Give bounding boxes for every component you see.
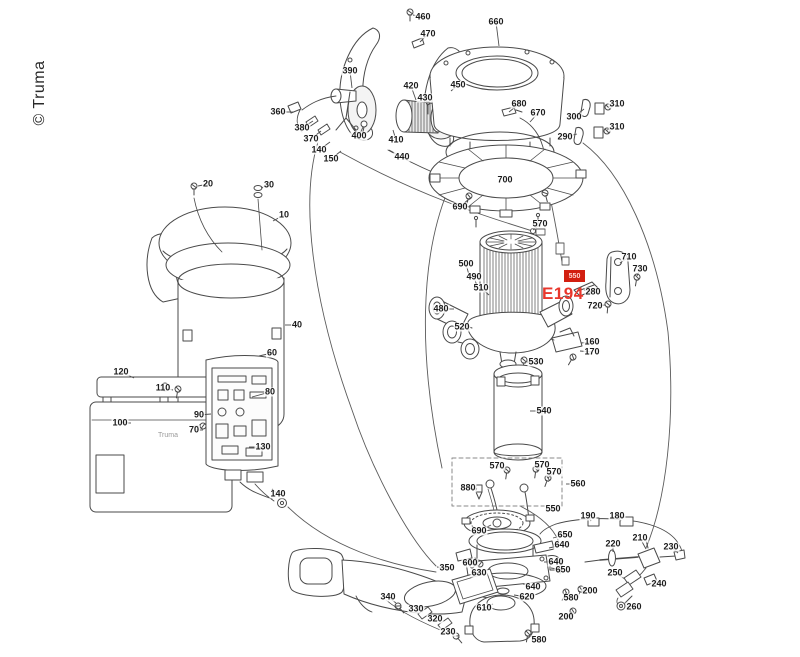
error-code-text: E194	[542, 284, 584, 303]
part-label-360: 360	[269, 106, 287, 117]
cable-harness	[288, 142, 671, 572]
control-electronics: Truma	[90, 356, 287, 512]
part-label-240: 240	[650, 578, 668, 589]
part-label-500: 500	[457, 258, 475, 269]
part-label-490: 490	[465, 271, 483, 282]
truma-watermark: © Truma	[31, 60, 48, 126]
part-label-690: 690	[451, 201, 469, 212]
part-label-130: 130	[254, 441, 272, 452]
part-label-250: 250	[606, 567, 624, 578]
flange-ring	[429, 132, 586, 241]
part-label-10: 10	[277, 209, 291, 220]
part-label-690: 690	[470, 525, 488, 536]
part-label-580: 580	[530, 634, 548, 645]
part-label-200: 200	[557, 611, 575, 622]
part-label-680: 680	[510, 98, 528, 109]
part-label-290: 290	[556, 131, 574, 142]
part-label-610: 610	[475, 602, 493, 613]
part-label-310: 310	[608, 121, 626, 132]
part-label-650: 650	[556, 529, 574, 540]
part-label-20: 20	[201, 178, 215, 189]
part-label-600: 600	[461, 557, 479, 568]
part-label-560: 560	[569, 478, 587, 489]
cowl	[430, 47, 611, 180]
part-label-310: 310	[608, 98, 626, 109]
part-label-430: 430	[416, 92, 434, 103]
part-label-350: 350	[438, 562, 456, 573]
part-label-450: 450	[449, 79, 467, 90]
part-label-510: 510	[472, 282, 490, 293]
part-label-640: 640	[547, 556, 565, 567]
part-label-120: 120	[112, 366, 130, 377]
part-label-650: 650	[554, 564, 572, 575]
burner-assembly	[452, 458, 571, 602]
part-label-440: 440	[393, 151, 411, 162]
part-label-150: 150	[322, 153, 340, 164]
part-label-730: 730	[631, 263, 649, 274]
part-label-700: 700	[496, 174, 514, 185]
part-label-160: 160	[583, 336, 601, 347]
part-label-190: 190	[579, 510, 597, 521]
part-label-570: 570	[531, 218, 549, 229]
part-label-570: 570	[488, 460, 506, 471]
inner-cylinder	[494, 365, 542, 460]
part-label-70: 70	[187, 424, 201, 435]
part-label-470: 470	[419, 28, 437, 39]
part-label-460: 460	[414, 11, 432, 22]
part-label-230: 230	[439, 626, 457, 637]
part-label-180: 180	[608, 510, 626, 521]
part-label-110: 110	[154, 382, 172, 393]
part-label-340: 340	[379, 591, 397, 602]
heat-exchanger	[429, 231, 573, 370]
part-label-630: 630	[470, 567, 488, 578]
part-label-550: 550	[544, 503, 562, 514]
part-label-380: 380	[293, 122, 311, 133]
part-label-410: 410	[387, 134, 405, 145]
part-label-370: 370	[302, 133, 320, 144]
part-label-100: 100	[111, 417, 129, 428]
part-label-580: 580	[562, 592, 580, 603]
part-label-40: 40	[290, 319, 304, 330]
part-label-220: 220	[604, 538, 622, 549]
part-label-710: 710	[620, 251, 638, 262]
part-label-280: 280	[584, 286, 602, 297]
part-label-330: 330	[407, 603, 425, 614]
part-label-60: 60	[265, 347, 279, 358]
truma-logo-text: Truma	[158, 432, 178, 439]
part-label-520: 520	[453, 321, 471, 332]
part-label-640: 640	[524, 581, 542, 592]
part-label-620: 620	[518, 591, 536, 602]
part-label-570: 570	[545, 466, 563, 477]
part-label-200: 200	[581, 585, 599, 596]
part-label-140: 140	[269, 488, 287, 499]
part-label-640: 640	[553, 539, 571, 550]
part-label-660: 660	[487, 16, 505, 27]
part-label-880: 880	[459, 482, 477, 493]
part-label-320: 320	[426, 613, 444, 624]
part-label-90: 90	[192, 409, 206, 420]
part-label-260: 260	[625, 601, 643, 612]
part-label-480: 480	[432, 303, 450, 314]
part-label-720: 720	[586, 300, 604, 311]
part-label-530: 530	[527, 356, 545, 367]
part-label-30: 30	[262, 179, 276, 190]
part-label-170: 170	[583, 346, 601, 357]
error-highlight-box: 550	[564, 270, 585, 282]
part-label-540: 540	[535, 405, 553, 416]
part-label-210: 210	[631, 532, 649, 543]
part-label-400: 400	[350, 130, 368, 141]
part-label-390: 390	[341, 65, 359, 76]
mounting-bracket	[530, 251, 641, 367]
part-label-420: 420	[402, 80, 420, 91]
part-label-80: 80	[263, 386, 277, 397]
part-label-230: 230	[662, 541, 680, 552]
part-label-300: 300	[565, 111, 583, 122]
part-label-670: 670	[529, 107, 547, 118]
